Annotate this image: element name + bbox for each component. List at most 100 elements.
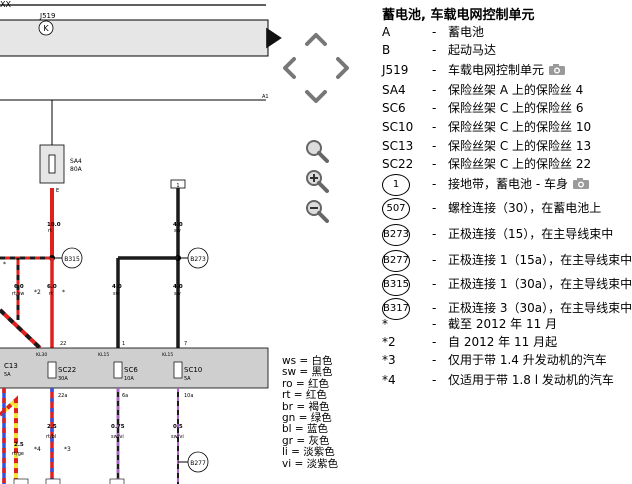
unit-symbol-letter: K	[43, 24, 49, 33]
bottom-terminal-a	[13, 478, 29, 484]
color-code-item: ro = 红色	[282, 377, 329, 390]
pan-down-button[interactable]	[302, 82, 330, 110]
fuse-c13-name: C13	[4, 362, 18, 370]
legend-desc: 仅适用于带 1.8 l 发动机的汽车	[448, 372, 614, 388]
next-page-button[interactable]	[260, 24, 288, 52]
fuse-c13-rating: 5A	[4, 372, 11, 378]
legend-desc: 接地带，蓄电池 - 车身	[448, 176, 590, 192]
color-code-item: gr = 灰色	[282, 434, 330, 447]
legend-dash: -	[432, 201, 437, 215]
connector-b273[interactable]	[187, 247, 209, 269]
legend-dash: -	[432, 253, 437, 267]
fuse-sc6-element	[113, 361, 123, 379]
legend-dash: -	[432, 353, 437, 367]
legend-desc-text: 正极连接 3（30a），在主导线束中	[448, 301, 632, 315]
wire-sw-right2-color: sw	[174, 291, 181, 297]
wire-red-main-color: rt	[48, 228, 52, 234]
wire-swvi-color: sw/vi	[111, 434, 124, 440]
legend-dash: -	[432, 25, 437, 39]
magnifier-minus-icon[interactable]	[304, 198, 330, 224]
wire-rtsw-size: 6.0	[14, 284, 24, 290]
fuse-sc10-element	[173, 361, 183, 379]
bottom-terminal-c	[109, 478, 125, 484]
magnifier-fit-icon[interactable]	[304, 138, 330, 164]
wire-rtsw-color: rt/sw	[12, 291, 24, 297]
legend-dash: -	[432, 227, 437, 241]
legend-key: *3	[382, 353, 396, 367]
wire-red-main-size: 10.0	[47, 222, 61, 228]
sc6-pin: 1	[122, 341, 125, 347]
legend-key: SA4	[382, 83, 406, 97]
legend-key: SC6	[382, 101, 406, 115]
color-code-item: vi = 淡紫色	[282, 457, 339, 470]
legend-key: *4	[382, 373, 396, 387]
camera-icon[interactable]	[572, 177, 590, 190]
legend-desc-text: 螺栓连接（30），在蓄电池上	[448, 201, 602, 215]
connector-b315[interactable]	[61, 247, 83, 269]
legend-dash: -	[432, 83, 437, 97]
color-code-item: li = 淡紫色	[282, 446, 335, 459]
wire-swvi2-size: 0.5	[173, 424, 183, 430]
fuse-holder-c-bar[interactable]	[0, 347, 269, 389]
fuse-sc22-rating: 30A	[58, 376, 68, 382]
wire-swvi-size: 0.75	[111, 424, 125, 430]
legend-desc-text: 起动马达	[448, 43, 497, 57]
legend-desc-text: 自 2012 年 11 月起	[448, 335, 558, 349]
connector-circle-icon: 1	[382, 174, 410, 196]
terminal-1-label: 1	[176, 183, 179, 189]
legend-desc-text: 仅用于带 1.4 升发动机的汽车	[448, 353, 607, 367]
connector-circle-icon: B315	[382, 274, 410, 296]
sc10-out: 10a	[184, 393, 193, 399]
camera-icon[interactable]	[548, 63, 566, 76]
fuse-sc10-rating: 5A	[184, 376, 191, 382]
fuse-sa4-rating: 80A	[70, 166, 83, 173]
wire-rtbl-size: 2.5	[47, 424, 57, 430]
wire-sw-right-size: 4.0	[173, 222, 183, 228]
legend-desc-text: 正极连接 1（15a），在主导线束中	[448, 253, 632, 267]
legend-dash: -	[432, 373, 437, 387]
marker-star2: *2	[34, 289, 41, 296]
legend-desc-text: 保险丝架 C 上的保险丝 13	[448, 139, 592, 153]
legend-dash: -	[432, 120, 437, 134]
legend-key: SC10	[382, 120, 414, 134]
legend-key: *	[382, 317, 388, 331]
legend-dash: -	[432, 317, 437, 331]
sc10-pin: 7	[184, 341, 187, 347]
triangle-right-icon	[266, 27, 282, 49]
sc6-out: 6a	[122, 393, 128, 399]
pan-up-button[interactable]	[302, 26, 330, 54]
wire-sw-right-color: sw	[174, 228, 181, 234]
fuse-sa4-name: SA4	[70, 158, 82, 165]
legend-dash: -	[432, 277, 437, 291]
legend-desc: 保险丝架 C 上的保险丝 6	[448, 100, 583, 116]
wire-sw-mid-color: sw	[113, 291, 120, 297]
connector-b277[interactable]	[187, 451, 209, 473]
legend-desc: 车载电网控制单元	[448, 62, 566, 78]
color-code-item: sw = 黑色	[282, 366, 333, 379]
legend-key: J519	[382, 63, 409, 77]
chevron-down-icon	[305, 90, 327, 103]
legend-desc: 保险丝架 A 上的保险丝 4	[448, 82, 583, 98]
pan-right-button[interactable]	[328, 54, 356, 82]
fuse-sc22-name: SC22	[58, 366, 76, 374]
legend-desc-text: 接地带，蓄电池 - 车身	[448, 177, 568, 191]
pan-left-button[interactable]	[276, 54, 304, 82]
marker-star-b: *	[62, 289, 65, 296]
wiring-schematic: XX J519 K A1 SA4 80A E 1 10.0 rt B315 4.…	[0, 0, 269, 484]
legend-desc: 正极连接 3（30a），在主导线束中	[448, 300, 632, 316]
sc22-pin: 22	[60, 341, 66, 347]
connector-circle-icon: B317	[382, 298, 410, 320]
marker-star3: *3	[64, 446, 71, 453]
connector-b273-label: B273	[190, 256, 206, 263]
magnifier-plus-icon[interactable]	[304, 168, 330, 194]
legend-desc-text: 正极连接 1（30a），在主导线束中	[448, 277, 632, 291]
legend-desc: 正极连接 1（30a），在主导线束中	[448, 276, 632, 292]
connector-circle-icon: B277	[382, 250, 410, 272]
wire-rt6-color: rt	[49, 291, 53, 297]
fuse-sc22-element	[47, 361, 57, 379]
chevron-right-icon	[336, 57, 349, 79]
legend-key: *2	[382, 335, 396, 349]
legend-desc: 蓄电池	[448, 24, 484, 40]
legend-desc-text: 蓄电池	[448, 25, 485, 39]
color-code-item: br = 褐色	[282, 400, 330, 413]
